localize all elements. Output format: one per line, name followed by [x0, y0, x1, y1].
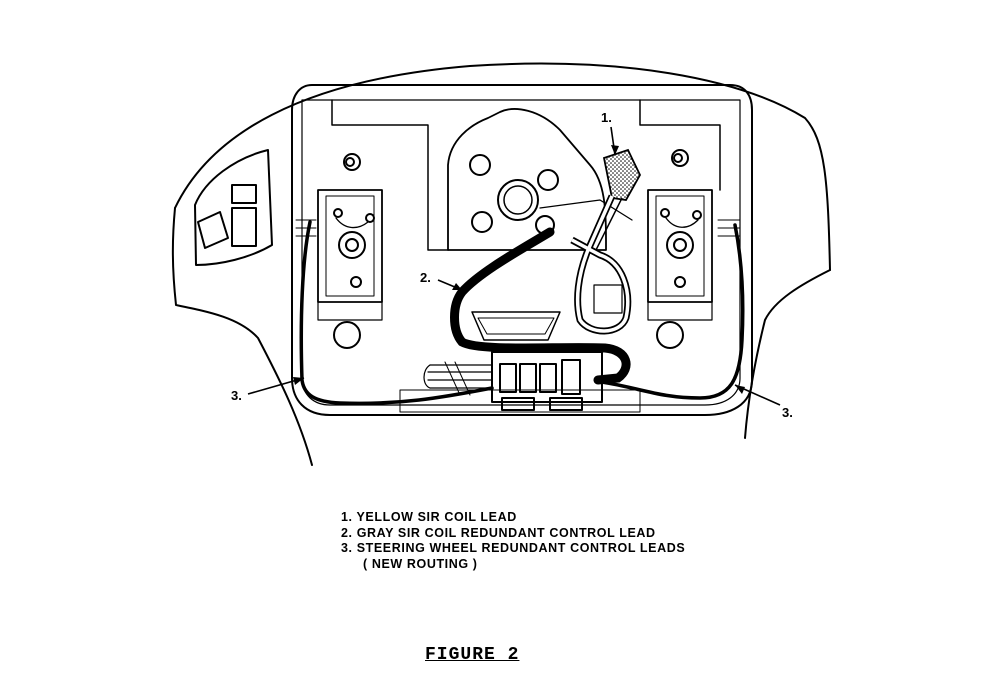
legend-item-new-routing: ( NEW ROUTING )	[363, 556, 478, 571]
gray-redundant-control-lead	[450, 227, 631, 385]
right-spoke-edge	[744, 269, 831, 439]
callout-3-left: 3.	[231, 388, 242, 403]
connector-block	[491, 351, 603, 403]
steering-wheel-redundant-leads	[299, 220, 745, 406]
legend-item-gray-lead: 2. GRAY SIR COIL REDUNDANT CONTROL LEAD	[341, 525, 656, 540]
callout-2: 2.	[420, 270, 431, 285]
legend-item-redundant-leads: 3. STEERING WHEEL REDUNDANT CONTROL LEAD…	[341, 541, 686, 555]
legend: 1. YELLOW SIR COIL LEAD 2. GRAY SIR COIL…	[341, 510, 685, 572]
airbag-module-housing	[291, 84, 753, 416]
left-spoke-edge	[171, 207, 313, 466]
yellow-sir-coil-lead	[570, 148, 642, 335]
center-mounting-bracket	[447, 108, 607, 251]
callout-1: 1.	[601, 110, 612, 125]
figure-caption: FIGURE 2	[425, 645, 520, 665]
left-mounting-bracket	[317, 189, 383, 303]
left-horn-panel	[194, 149, 273, 266]
steering-wheel-outline	[174, 62, 831, 271]
center-trapezoid	[471, 311, 561, 341]
callout-3-right: 3.	[782, 405, 793, 420]
legend-item-yellow-lead: 1. YELLOW SIR COIL LEAD	[341, 510, 517, 524]
right-mounting-bracket	[647, 189, 713, 303]
